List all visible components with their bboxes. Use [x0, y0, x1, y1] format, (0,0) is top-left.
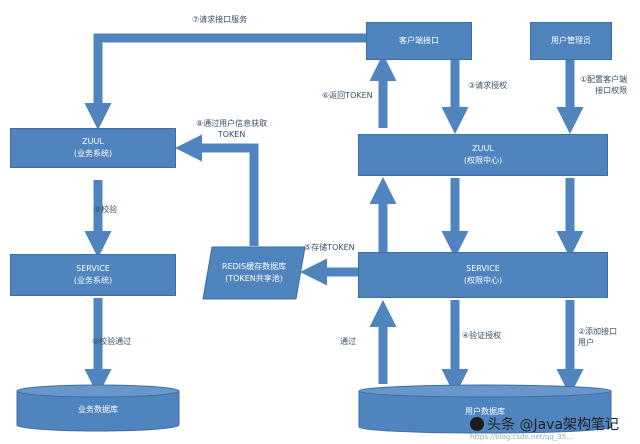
- edge-label-2-line1: ②添加接口: [578, 327, 618, 336]
- edge-label-2-line2: 用户: [578, 338, 594, 347]
- arrow-7-request-service: [84, 33, 366, 130]
- edge-label-1-line1: ①配置客户端: [580, 75, 628, 84]
- edge-label-1-line2: 接口权限: [595, 86, 628, 95]
- edge-label-10: ⑩校验通过: [92, 337, 132, 346]
- edge-label-1: ①配置客户端 接口权限: [580, 74, 627, 96]
- edge-label-5: ⑤存储TOKEN: [304, 243, 355, 252]
- node-redis: REDIS缓存数据库 (TOKEN共享池): [202, 246, 306, 300]
- edge-label-pass: 通过: [340, 337, 356, 346]
- node-redis-line2: (TOKEN共享池): [225, 274, 283, 283]
- edge-label-9: ⑨校验: [94, 205, 118, 214]
- node-business-db-label: 业务数据库: [78, 405, 118, 414]
- node-service-business-line2: (业务系统): [73, 276, 113, 285]
- node-service-business-line1: SERVICE: [76, 264, 110, 273]
- node-zuul-auth-line1: ZUUL: [472, 144, 494, 153]
- node-service-auth-line2: (权限中心): [463, 276, 503, 285]
- arrow-8-get-token: [175, 134, 259, 246]
- edge-label-7: ⑦请求接口服务: [192, 15, 248, 24]
- watermark: 头条 @Java架构笔记: [470, 414, 619, 434]
- edge-label-3: ③请求授权: [468, 81, 508, 90]
- edge-label-2: ②添加接口 用户: [578, 326, 617, 348]
- node-service-business: SERVICE (业务系统): [10, 254, 176, 296]
- node-service-auth-line1: SERVICE: [466, 264, 500, 273]
- edge-label-8-line1: ⑧通过用户信息获取: [196, 119, 268, 128]
- watermark-logo-icon: [470, 417, 484, 431]
- node-zuul-business-line2: (业务系统): [73, 149, 113, 158]
- node-business-db: 业务数据库: [16, 384, 180, 432]
- watermark-url: https://blog.csdn.net/qq_35...: [470, 433, 573, 441]
- edge-label-8-line2: TOKEN: [217, 130, 246, 139]
- node-user-db: 用户数据库: [358, 384, 612, 434]
- node-client-api: 客户端接口: [366, 22, 472, 60]
- node-service-auth: SERVICE (权限中心): [358, 252, 608, 298]
- node-zuul-business: ZUUL (业务系统): [10, 128, 176, 168]
- edge-label-4: ④验证授权: [462, 331, 502, 340]
- node-redis-line1: REDIS缓存数据库: [221, 262, 287, 271]
- edge-label-8: ⑧通过用户信息获取 TOKEN: [196, 118, 267, 140]
- node-client-api-label: 客户端接口: [399, 36, 439, 45]
- node-zuul-auth: ZUUL (权限中心): [358, 134, 608, 176]
- node-user-admin-label: 用户管理员: [551, 36, 591, 45]
- edge-label-6: ⑥返回TOKEN: [322, 91, 373, 100]
- node-user-admin: 用户管理员: [530, 22, 612, 60]
- node-zuul-auth-line2: (权限中心): [463, 156, 503, 165]
- watermark-text: 头条 @Java架构笔记: [487, 417, 620, 433]
- node-user-db-label: 用户数据库: [465, 407, 505, 416]
- node-zuul-business-line1: ZUUL: [82, 137, 104, 146]
